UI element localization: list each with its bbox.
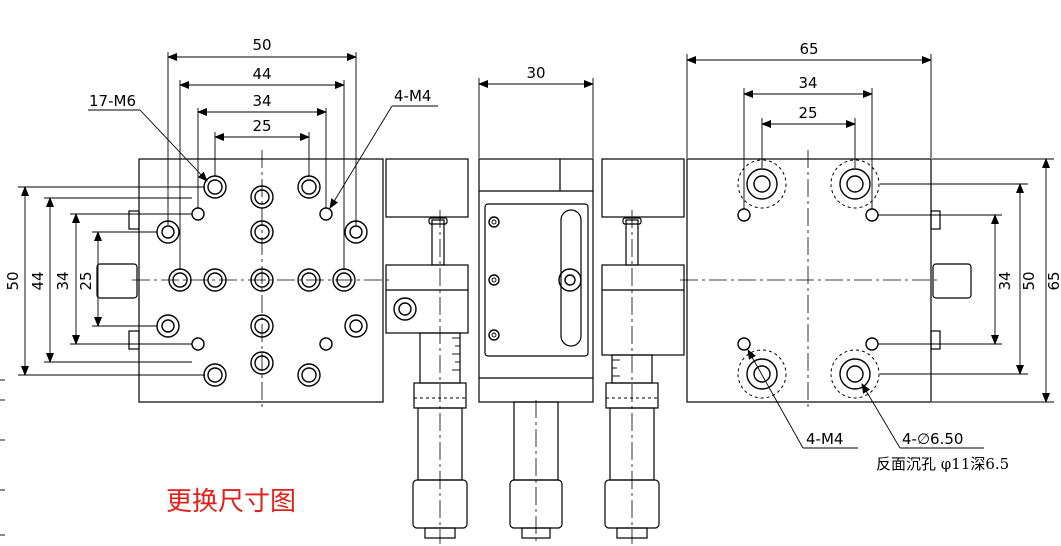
dim-side-30: 30 xyxy=(526,64,545,82)
top-view: 50 44 34 25 50 44 xyxy=(4,36,438,408)
left-border-ticks xyxy=(0,379,5,536)
counterbore-note: 反面沉孔 φ11深6.5 xyxy=(876,455,1009,473)
side-view-left xyxy=(385,158,469,544)
dim-bottom-34: 34 xyxy=(798,74,817,92)
dim-right-34: 34 xyxy=(996,271,1014,290)
dim-left-25: 25 xyxy=(77,271,95,290)
side-right-scale xyxy=(612,359,620,377)
callout-4-m4-bottom: 4-M4 xyxy=(806,430,843,448)
side-view-right xyxy=(601,158,685,544)
dim-top-44: 44 xyxy=(252,65,271,83)
top-vertical-dims: 50 44 34 25 xyxy=(4,186,205,376)
callout-4-m4-top: 4-M4 xyxy=(394,87,431,105)
replacement-dimension-title: 更换尺寸图 xyxy=(166,487,296,517)
bottom-view-holes xyxy=(737,159,880,399)
dim-left-50: 50 xyxy=(4,271,22,290)
dim-top-25: 25 xyxy=(252,117,271,135)
callout-4-dia-6-50: 4-∅6.50 xyxy=(902,430,963,448)
dim-top-34: 34 xyxy=(252,92,271,110)
bottom-view: 65 34 25 34 50 65 4-M4 4-∅6.50 反面沉孔 φ11深… xyxy=(680,40,1061,473)
top-horizontal-dims: 50 44 34 25 xyxy=(167,36,357,270)
dim-bottom-25: 25 xyxy=(798,104,817,122)
callout-17-m6: 17-M6 xyxy=(89,92,136,110)
dim-left-34: 34 xyxy=(54,271,72,290)
dim-bottom-65: 65 xyxy=(799,40,818,58)
dim-right-50: 50 xyxy=(1020,271,1038,290)
top-view-outline xyxy=(138,158,384,403)
dim-right-65: 65 xyxy=(1045,271,1061,290)
dim-top-50: 50 xyxy=(252,36,271,54)
side-left-scale xyxy=(452,337,460,371)
front-view: 30 xyxy=(478,64,594,544)
dim-left-44: 44 xyxy=(29,271,47,290)
